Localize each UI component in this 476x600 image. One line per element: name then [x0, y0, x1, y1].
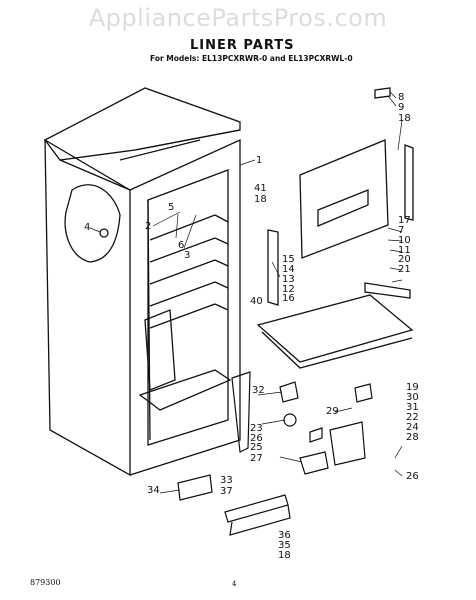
callout-10: 10 [398, 235, 411, 246]
callout-labels: 1 2 6 3 4 5 41 18 8 9 18 17 7 10 11 20 2… [84, 92, 419, 561]
page-number: 4 [232, 580, 237, 588]
callout-16: 16 [282, 293, 295, 304]
callout-21: 20 [398, 254, 411, 265]
callout-6: 6 [178, 240, 184, 251]
callout-28: 26 [250, 433, 263, 444]
callout-11: 11 [398, 245, 411, 256]
callout-27: 26 [406, 471, 419, 482]
callout-20: 19 [406, 382, 419, 393]
callout-8: 8 [398, 92, 404, 103]
document-code: 879300 [30, 578, 61, 587]
callout-37: 35 [278, 540, 291, 551]
callout-36: 34 [147, 485, 160, 496]
callout-25: 24 [406, 422, 419, 433]
callout-31: 29 [326, 406, 339, 417]
callout-2: 2 [145, 221, 151, 232]
callout-23: 22 [406, 412, 419, 423]
callout-34: 32 [252, 385, 265, 396]
callout-29: 27 [250, 453, 263, 464]
callout-13: 13 [282, 274, 295, 285]
callout-26a: 25 [250, 442, 263, 453]
crisper-drawer [256, 282, 414, 369]
callout-17: 17 [398, 215, 411, 226]
leader-lines [89, 91, 403, 494]
callout-9: 9 [398, 102, 404, 113]
callout-18a: 18 [254, 194, 267, 205]
watermark: AppliancePartsPros.com [88, 4, 388, 32]
liner-cabinet [44, 87, 241, 477]
callout-15: 15 [282, 254, 295, 265]
callout-33: 31 [406, 402, 419, 413]
callout-1: 1 [256, 155, 262, 166]
callout-35: 33 [220, 475, 233, 486]
models-line: For Models: EL13PCXRWR-0 and EL13PCXRWL-… [150, 54, 353, 63]
callout-7: 7 [398, 225, 404, 236]
door-panel [267, 87, 414, 306]
callout-38: 36 [278, 530, 291, 541]
callout-32: 30 [406, 392, 419, 403]
callout-14: 14 [282, 264, 295, 275]
callout-24: 23 [250, 423, 263, 434]
callout-3: 3 [184, 250, 190, 261]
callout-5: 5 [168, 202, 174, 213]
callout-4: 4 [84, 222, 90, 233]
callout-22: 21 [398, 264, 411, 275]
callout-40: 40 [250, 296, 263, 307]
page-title: LINER PARTS [190, 38, 295, 53]
callout-41: 41 [254, 183, 267, 194]
callout-30: 28 [406, 432, 419, 443]
callout-39: 37 [220, 486, 233, 497]
callout-19: 18 [278, 550, 291, 561]
small-parts [177, 371, 373, 536]
callout-18b: 18 [398, 113, 411, 124]
callout-12: 12 [282, 284, 295, 295]
